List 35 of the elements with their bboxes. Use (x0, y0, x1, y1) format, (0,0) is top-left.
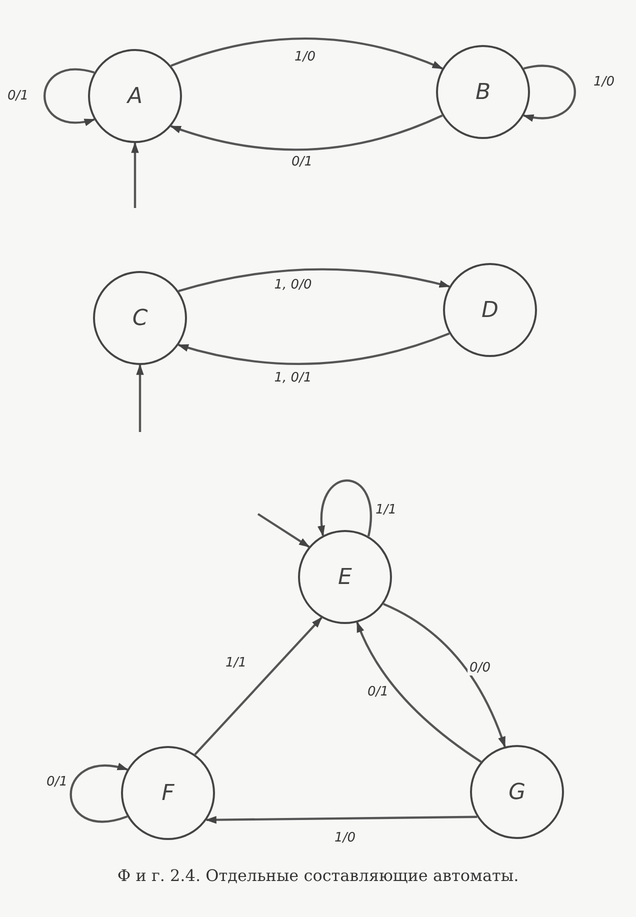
state-circle (88, 49, 182, 143)
state-name: A (127, 84, 143, 108)
transition-arrow (170, 37, 444, 70)
transition-arrow (205, 816, 478, 824)
state-circle (121, 746, 215, 840)
state-name: G (508, 780, 526, 804)
edge-label: 1/0 (292, 50, 318, 64)
transition-arrow (177, 332, 450, 365)
transition-arrow (178, 268, 450, 292)
state-name: C (132, 306, 148, 330)
edge-label: 1, 0/0 (272, 278, 314, 292)
self-loop-arrow (318, 480, 372, 537)
transition-arrow (170, 114, 443, 151)
edge-label: 1/0 (332, 830, 358, 846)
edge-label: 1/0 (592, 74, 616, 90)
self-loop-arrow (44, 68, 96, 126)
state-circle (298, 530, 392, 624)
state-name: F (162, 780, 174, 806)
state-circle (443, 263, 537, 357)
self-loop-arrow (522, 64, 576, 121)
transition-arrow (356, 621, 482, 763)
self-loop-arrow (70, 764, 128, 822)
state-circle (93, 271, 187, 365)
state-name: B (475, 80, 491, 104)
figure-caption: Ф и г. 2.4. Отдельные составляющие автоматы. (116, 866, 520, 885)
start-arrow (257, 513, 310, 548)
transition-arrow (383, 602, 506, 748)
state-name: E (338, 564, 352, 590)
state-circle (436, 45, 530, 139)
start-arrow (131, 142, 139, 208)
start-arrow (136, 364, 144, 432)
state-circle (470, 745, 564, 839)
transition-arrow (194, 616, 322, 756)
edge-label: 0/0 (468, 660, 492, 676)
state-name: D (482, 298, 498, 322)
